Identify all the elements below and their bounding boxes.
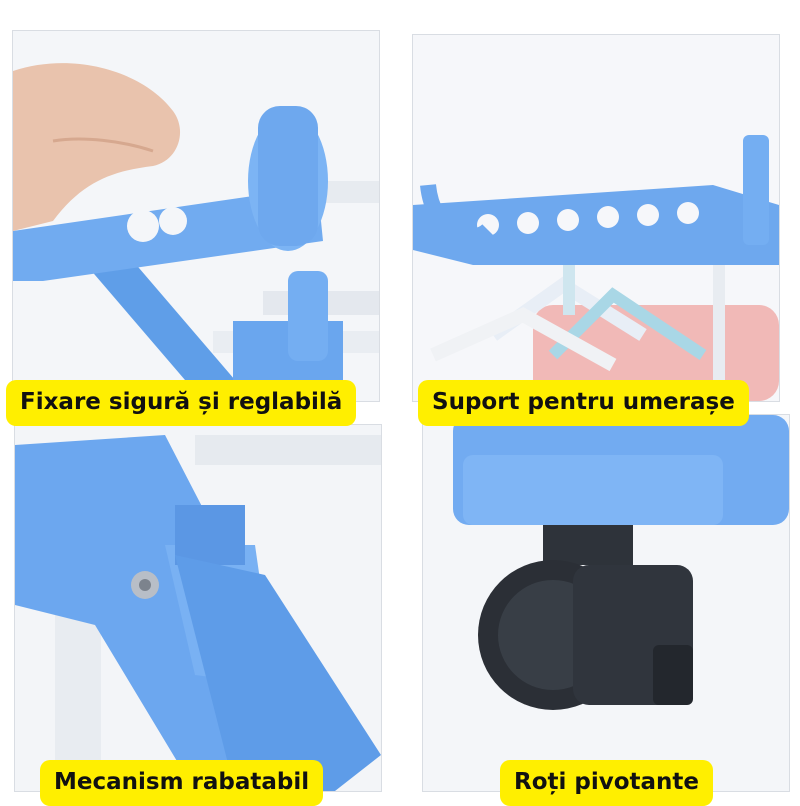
photo-adjustable-clip	[12, 30, 380, 402]
photo-swivel-wheel	[422, 414, 790, 792]
mechanism-illustration	[15, 425, 381, 791]
caption-hanger-support: Suport pentru umerașe	[418, 380, 749, 426]
caption-folding-mechanism: Mecanism rabatabil	[40, 760, 324, 806]
hanger-illustration	[413, 35, 779, 401]
caption-swivel-wheels: Roți pivotante	[500, 760, 714, 806]
wheel-illustration	[423, 415, 789, 791]
photo-hanger-support	[412, 34, 780, 402]
caption-adjustable-fixing: Fixare sigură și reglabilă	[6, 380, 357, 426]
clip-illustration	[13, 31, 379, 401]
photo-folding-mechanism	[14, 424, 382, 792]
